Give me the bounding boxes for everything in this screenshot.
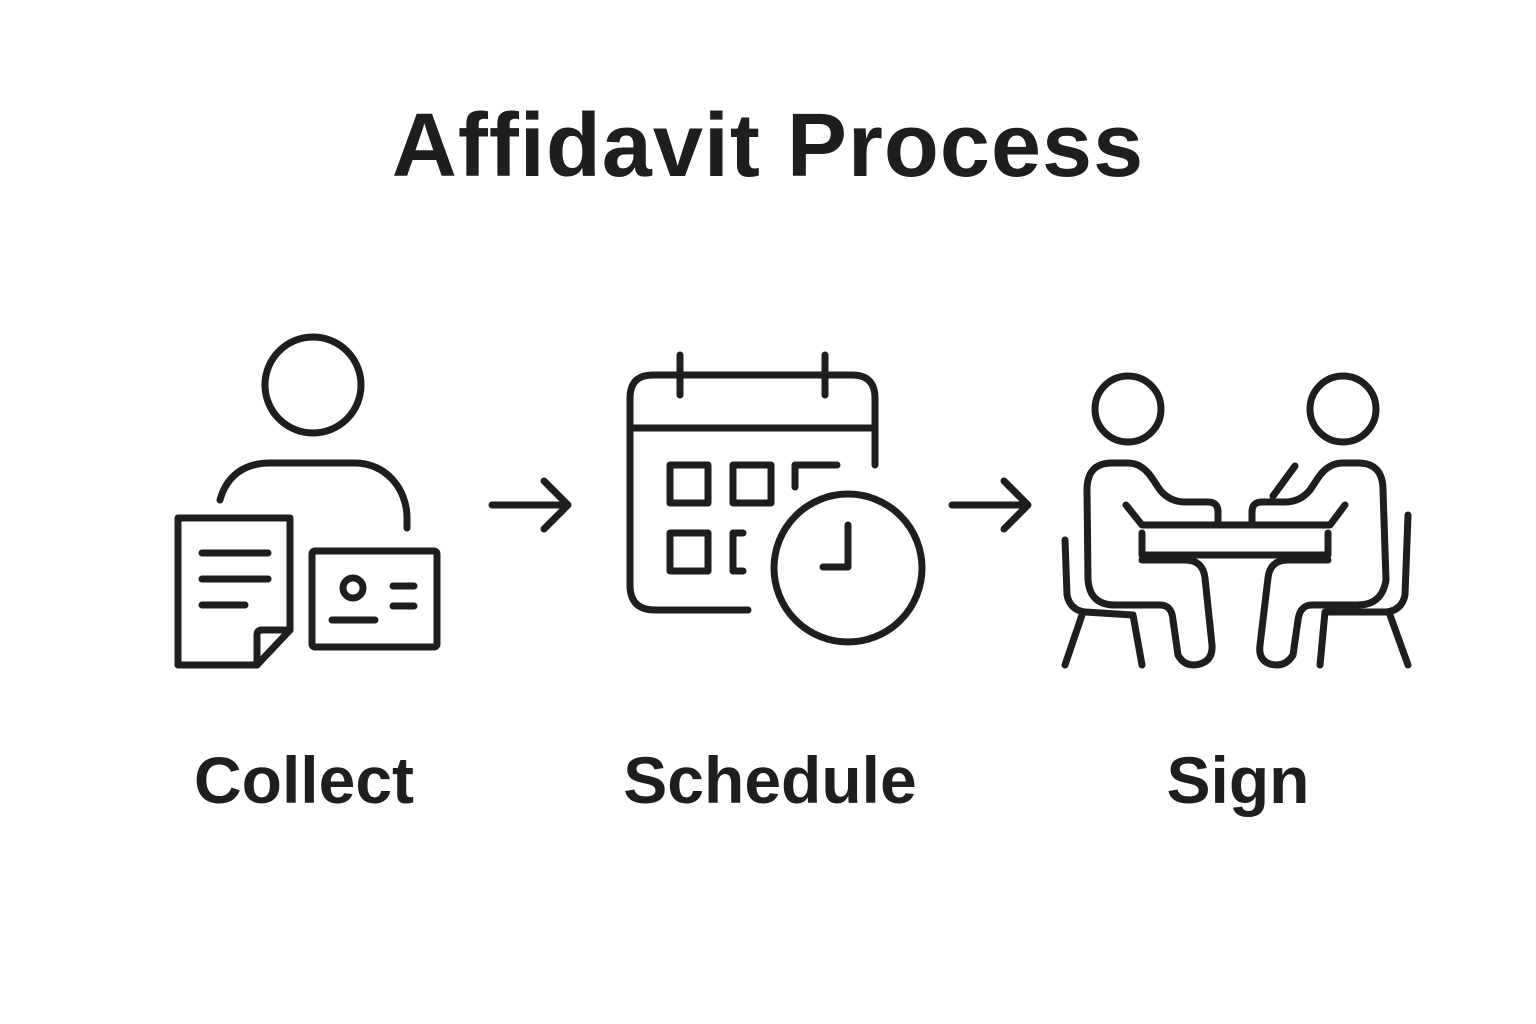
diagram-title: Affidavit Process [391, 96, 1145, 196]
step-label-schedule: Schedule [623, 743, 917, 817]
step-label-collect: Collect [193, 743, 415, 817]
step-label-sign: Sign [1166, 743, 1310, 817]
